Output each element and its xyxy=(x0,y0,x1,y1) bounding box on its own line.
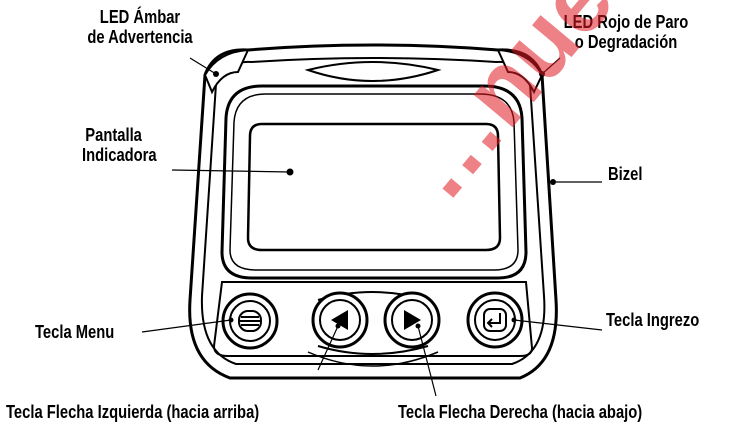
label-display-line2: Indicadora xyxy=(82,145,157,165)
display-screen xyxy=(246,122,502,252)
display-frame-inner xyxy=(229,93,519,271)
callout-lines xyxy=(141,57,603,397)
left-arrow-key[interactable] xyxy=(311,291,369,349)
led-red-bump xyxy=(496,48,544,95)
callout-dots xyxy=(213,71,556,329)
keypad-panel xyxy=(212,281,534,357)
label-left-arrow-key: Tecla Flecha Izquierda (hacia arriba) xyxy=(6,402,260,422)
label-bezel: Bizel xyxy=(608,164,643,184)
bezel-inner-edge xyxy=(200,57,546,365)
label-display-line1: Pantalla xyxy=(85,125,142,145)
label-led-red-line1: LED Rojo de Paro xyxy=(563,12,689,32)
label-led-red-line2: o Degradación xyxy=(574,32,678,52)
led-amber-bump xyxy=(203,48,250,95)
label-menu-key: Tecla Menu xyxy=(35,322,115,342)
label-display: Pantalla Indicadora xyxy=(82,125,157,165)
triangle-left-icon xyxy=(331,310,348,330)
top-lens xyxy=(304,61,442,82)
menu-icon xyxy=(238,310,262,332)
label-led-red: LED Rojo de Paro o Degradación xyxy=(554,12,698,52)
enter-icon xyxy=(483,308,507,332)
label-led-amber: LED Ámbar de Advertencia xyxy=(76,7,204,47)
label-enter-key: Tecla Ingrezo xyxy=(606,310,700,330)
enter-key[interactable] xyxy=(466,291,524,349)
triangle-right-icon xyxy=(404,310,421,330)
arrow-rocker-lower xyxy=(317,345,429,355)
right-arrow-key[interactable] xyxy=(383,291,441,349)
label-led-amber-line2: de Advertencia xyxy=(87,27,193,47)
label-right-arrow-key: Tecla Flecha Derecha (hacia abajo) xyxy=(398,402,643,422)
label-led-amber-line1: LED Ámbar xyxy=(99,7,181,27)
arrow-rocker-outer xyxy=(307,351,439,367)
